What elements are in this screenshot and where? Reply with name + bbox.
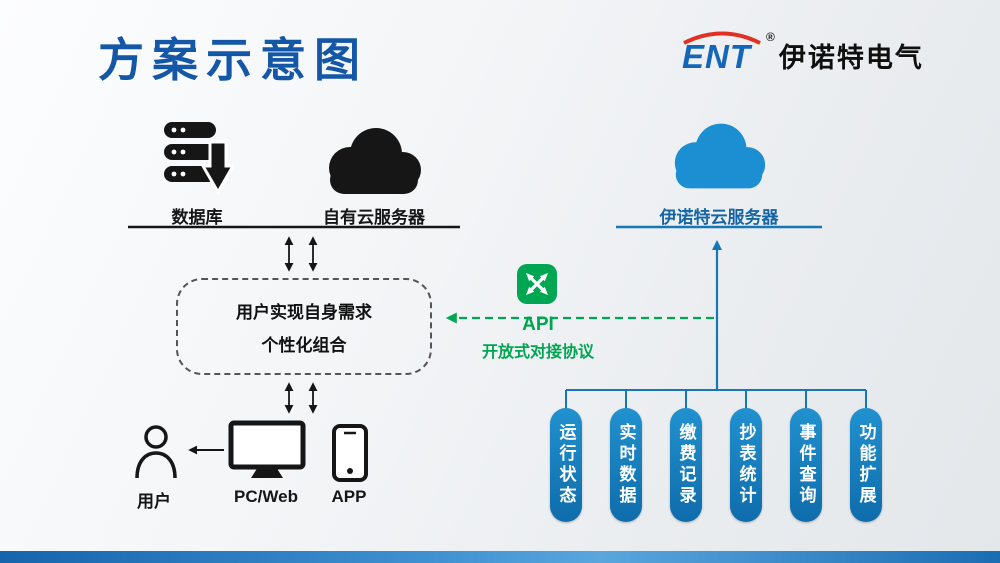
database-icon bbox=[162, 120, 236, 203]
user-icon bbox=[133, 424, 179, 485]
registered-mark: ® bbox=[766, 30, 775, 44]
capsule-meter-reading-stats-label: 抄表统计 bbox=[736, 423, 756, 507]
app-label: APP bbox=[331, 487, 367, 506]
app-phone-icon bbox=[331, 424, 369, 487]
ent-cloud-label: 伊诺特云服务器 bbox=[659, 208, 779, 227]
capsule-function-expansion-label: 功能扩展 bbox=[856, 423, 876, 507]
own-cloud-label: 自有云服务器 bbox=[323, 208, 425, 227]
pc-web-label: PC/Web bbox=[234, 487, 298, 506]
lower-bidirectional-arrows bbox=[284, 382, 318, 414]
capsule-payment-records-label: 缴费记录 bbox=[676, 423, 696, 507]
company-name: 伊诺特电气 bbox=[778, 43, 924, 73]
capsule-connectors bbox=[565, 390, 867, 410]
api-exchange-icon bbox=[515, 262, 559, 311]
logo-swoosh bbox=[683, 31, 761, 45]
logo-text: ENT bbox=[682, 38, 753, 75]
capsule-running-status: 运行状态 bbox=[550, 408, 582, 522]
own-cloud-icon bbox=[318, 124, 430, 203]
capsule-function-expansion: 功能扩展 bbox=[850, 408, 882, 522]
user-needs-line1: 用户实现自身需求 bbox=[236, 302, 372, 322]
ent-cloud-icon bbox=[664, 118, 774, 199]
capsule-realtime-data: 实时数据 bbox=[610, 408, 642, 522]
bottom-accent-bar bbox=[0, 551, 1000, 563]
api-protocol-label: 开放式对接协议 bbox=[481, 344, 594, 361]
user-needs-box: 用户实现自身需求 个性化组合 bbox=[176, 278, 432, 375]
capsule-event-query-label: 事件查询 bbox=[796, 423, 816, 507]
database-label: 数据库 bbox=[171, 208, 223, 227]
capsule-running-status-label: 运行状态 bbox=[556, 423, 576, 507]
page-title: 方案示意图 bbox=[98, 34, 368, 86]
api-label: API bbox=[522, 314, 554, 335]
capsule-event-query: 事件查询 bbox=[790, 408, 822, 522]
pc-icon bbox=[228, 420, 306, 485]
capsule-meter-reading-stats: 抄表统计 bbox=[730, 408, 762, 522]
user-needs-line2: 个性化组合 bbox=[261, 335, 347, 355]
ent-logo-mark: ENT bbox=[682, 31, 761, 75]
brand-logo: ENT ® 伊诺特电气 bbox=[680, 30, 924, 76]
capsule-payment-records: 缴费记录 bbox=[670, 408, 702, 522]
upper-bidirectional-arrows bbox=[284, 236, 318, 272]
user-label: 用户 bbox=[137, 492, 171, 511]
capsule-realtime-data-label: 实时数据 bbox=[616, 423, 636, 507]
